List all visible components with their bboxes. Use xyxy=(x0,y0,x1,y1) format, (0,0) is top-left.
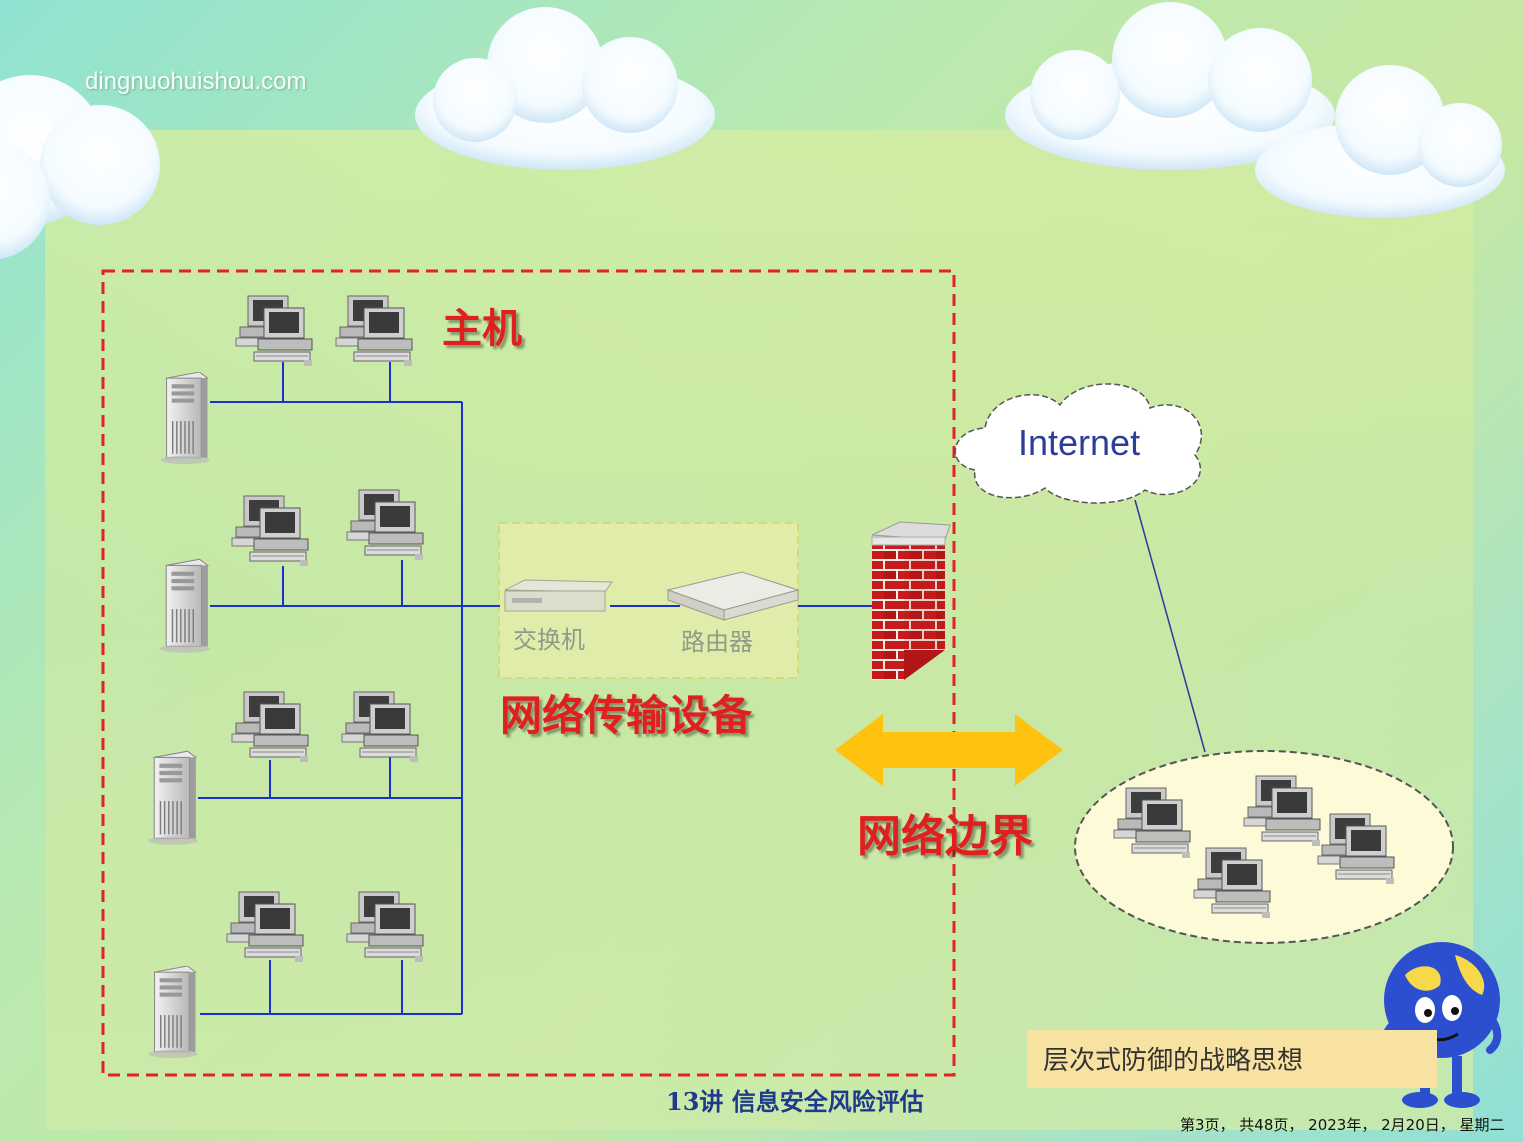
cloud-icon xyxy=(1255,65,1505,218)
host-label: 主机 xyxy=(442,306,522,352)
workstation-icon xyxy=(235,295,313,367)
double-arrow-icon xyxy=(835,714,1063,786)
workstation-icon xyxy=(231,495,309,567)
workstation-icon xyxy=(226,891,304,963)
cloud-icon xyxy=(1005,2,1335,170)
footer-title: 13讲 信息安全风险评估 xyxy=(666,1087,924,1116)
internet-label: Internet xyxy=(1018,422,1141,463)
workstation-icon xyxy=(335,295,413,367)
server-tower-icon xyxy=(148,966,199,1058)
host-zone-boundary xyxy=(101,269,956,1077)
switch-label: 交换机 xyxy=(513,626,585,654)
switch-icon xyxy=(504,579,613,612)
cloud-icon xyxy=(0,75,160,260)
router-label: 路由器 xyxy=(681,628,753,656)
workstation-icon xyxy=(341,691,419,763)
footer-page-info: 第3页， 共48页， 2023年， 2月20日， 星期二 xyxy=(1180,1116,1505,1134)
external-network-ellipse xyxy=(1074,750,1454,944)
cloud-icon xyxy=(415,7,715,170)
network-boundary-label: 网络边界 xyxy=(857,811,1033,862)
workstation-icon xyxy=(346,891,424,963)
note-box xyxy=(1027,1030,1437,1088)
note-text: 层次式防御的战略思想 xyxy=(1043,1046,1304,1076)
workstation-icon xyxy=(346,489,424,561)
server-tower-icon xyxy=(160,372,211,464)
router-icon xyxy=(666,571,800,621)
network-links xyxy=(198,362,1206,1015)
workstation-icon xyxy=(231,691,309,763)
server-tower-icon xyxy=(160,558,211,654)
firewall-icon xyxy=(871,521,951,680)
internet-cloud-icon xyxy=(954,383,1202,504)
server-tower-icon xyxy=(148,750,199,846)
transport-device-label: 网络传输设备 xyxy=(500,691,753,740)
watermark-text: dingnuohuishou.com xyxy=(85,68,307,95)
